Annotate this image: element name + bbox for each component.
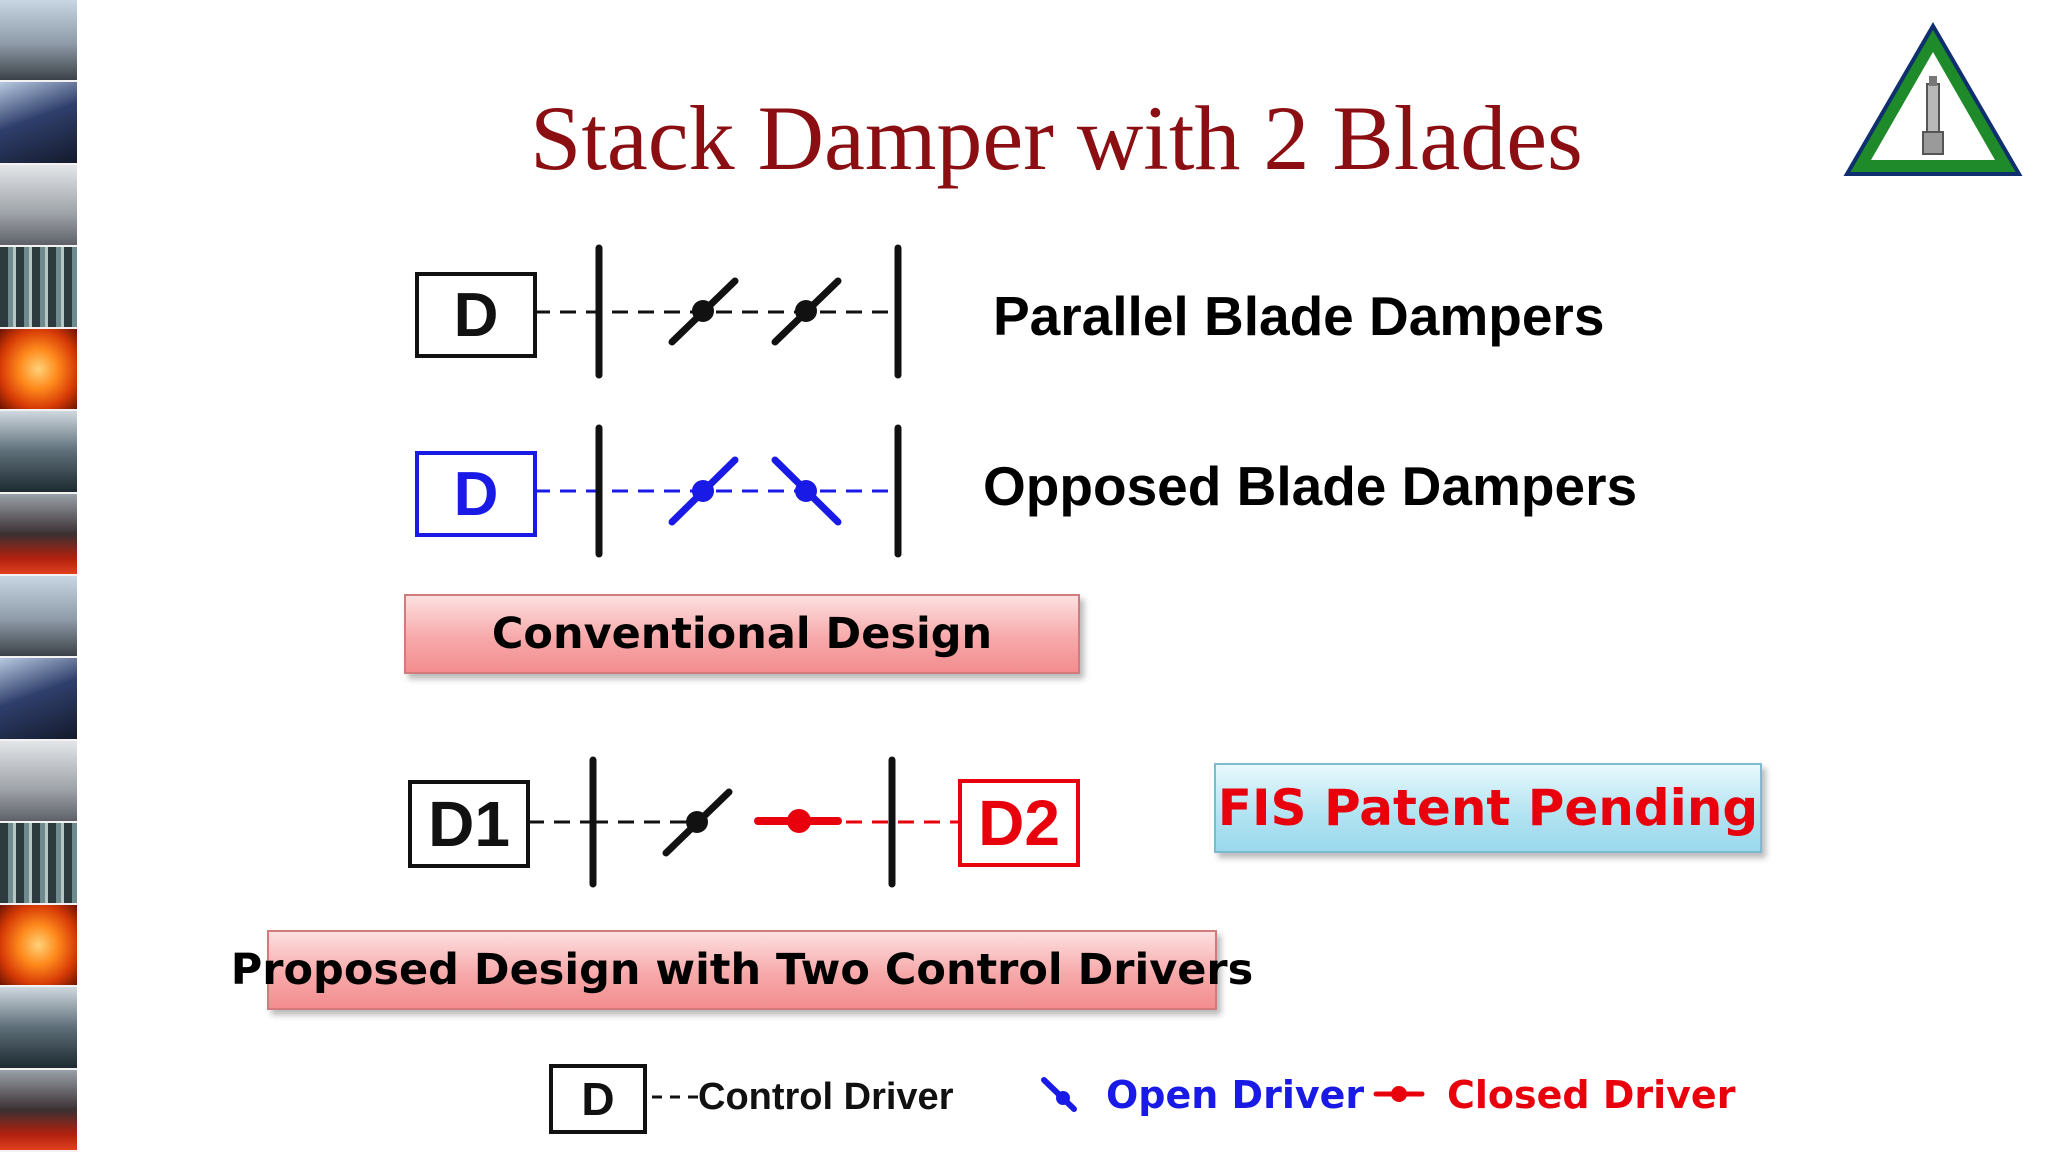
stack-photo <box>0 0 77 83</box>
blade-pivot <box>692 480 714 502</box>
photo-strip <box>0 0 77 1152</box>
stack-photo <box>0 82 77 165</box>
blade-pivot <box>795 480 817 502</box>
blade-pivot <box>686 811 708 833</box>
plant-photo <box>0 987 77 1070</box>
blade-pivot <box>692 300 714 322</box>
control-driver-d1-box: D1 <box>408 780 530 868</box>
stack-photo <box>0 740 77 823</box>
legend-control-driver: Control Driver <box>698 1076 954 1118</box>
plant-photo <box>0 822 77 906</box>
stack-photo <box>0 493 77 576</box>
stack-photo <box>0 164 77 247</box>
control-driver-box: D <box>415 272 537 358</box>
legend-driver-box: D <box>549 1064 647 1134</box>
plant-photo <box>0 246 77 330</box>
opposed-damper-row <box>534 424 902 558</box>
diagonal-blade-icon <box>1041 1077 1077 1112</box>
proposed-design-banner: Proposed Design with Two Control Drivers <box>231 930 1253 1010</box>
control-driver-box: D <box>415 451 537 537</box>
conventional-design-banner: Conventional Design <box>404 594 1080 674</box>
horizontal-blade-icon <box>1373 1086 1425 1102</box>
legend-glyphs <box>652 1077 1425 1112</box>
stack-photo <box>0 1069 77 1152</box>
furnace-photo <box>0 905 77 988</box>
triangle-stack-logo-icon <box>1843 22 2023 176</box>
parallel-damper-label: Parallel Blade Dampers <box>993 285 1605 347</box>
blade-pivot <box>787 809 811 833</box>
proposed-damper-row <box>528 756 960 888</box>
patent-pending-label: FIS Patent Pending <box>1217 779 1759 837</box>
proposed-design-label: Proposed Design with Two Control Drivers <box>230 945 1254 995</box>
blade-pivot <box>795 300 817 322</box>
stack-photo <box>0 575 77 659</box>
parallel-damper-row <box>534 244 902 379</box>
conventional-design-label: Conventional Design <box>491 609 993 659</box>
legend-open-driver: Open Driver <box>1106 1073 1365 1117</box>
legend-closed-driver: Closed Driver <box>1447 1073 1736 1117</box>
plant-photo <box>0 411 77 494</box>
furnace-photo <box>0 329 77 412</box>
slide-title: Stack Damper with 2 Blades <box>530 87 1583 189</box>
stack-photo <box>0 658 77 741</box>
control-driver-d2-box: D2 <box>958 779 1080 867</box>
patent-pending-banner: FIS Patent Pending <box>1214 763 1762 853</box>
opposed-damper-label: Opposed Blade Dampers <box>983 455 1638 517</box>
